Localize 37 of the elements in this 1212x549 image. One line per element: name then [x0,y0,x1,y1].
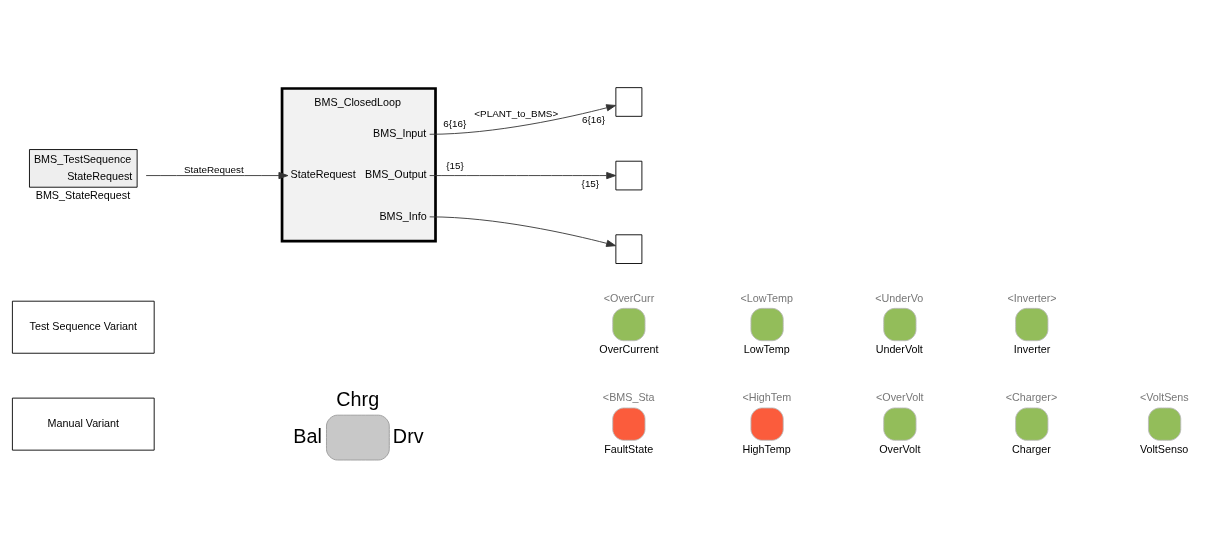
node-label: <LowTemp [740,291,793,304]
node-label: OverVolt [879,442,921,455]
node-label: Inverter [1013,342,1051,355]
node-label: BMS_StateRequest [35,189,131,202]
node-label: HighTemp [742,442,791,455]
label: {15} [446,159,464,171]
node-label: FaultState [604,442,654,455]
node-label: <VoltSens [1139,391,1189,404]
edge-label: <PLANT_to_BMS> [474,108,559,120]
node-label: <HighTem [742,391,792,404]
arrow [429,104,617,135]
node-box: Manual Variant [11,397,155,451]
arrow [429,216,617,247]
node-label: <UnderVo [875,291,924,304]
label: {15} [581,178,600,190]
node-box [615,234,643,264]
node-label: UnderVolt [875,342,923,355]
node-box: Test Sequence Variant [11,300,155,354]
node-box [615,160,643,191]
node-label: Charger [1012,442,1051,455]
node-label: Chrg [336,387,380,410]
arrow [429,172,617,180]
node-label: Drv [392,424,424,447]
node-label: <OverVolt [876,391,924,404]
node-label: <BMS_Sta [602,391,655,404]
node-box [615,87,643,117]
arrow [145,172,289,180]
label: 6{16} [581,114,605,126]
node-label: OverCurrent [599,342,659,355]
label: 6{16} [443,117,467,129]
node-label: <OverCurr [603,291,655,304]
edge-label: StateRequest [183,163,244,175]
node-label: <Charger> [1005,391,1058,404]
node-label: VoltSenso [1139,442,1189,455]
node-label: Bal [293,424,322,447]
node-label: LowTemp [743,342,790,355]
node-label: <Inverter> [1007,291,1057,304]
